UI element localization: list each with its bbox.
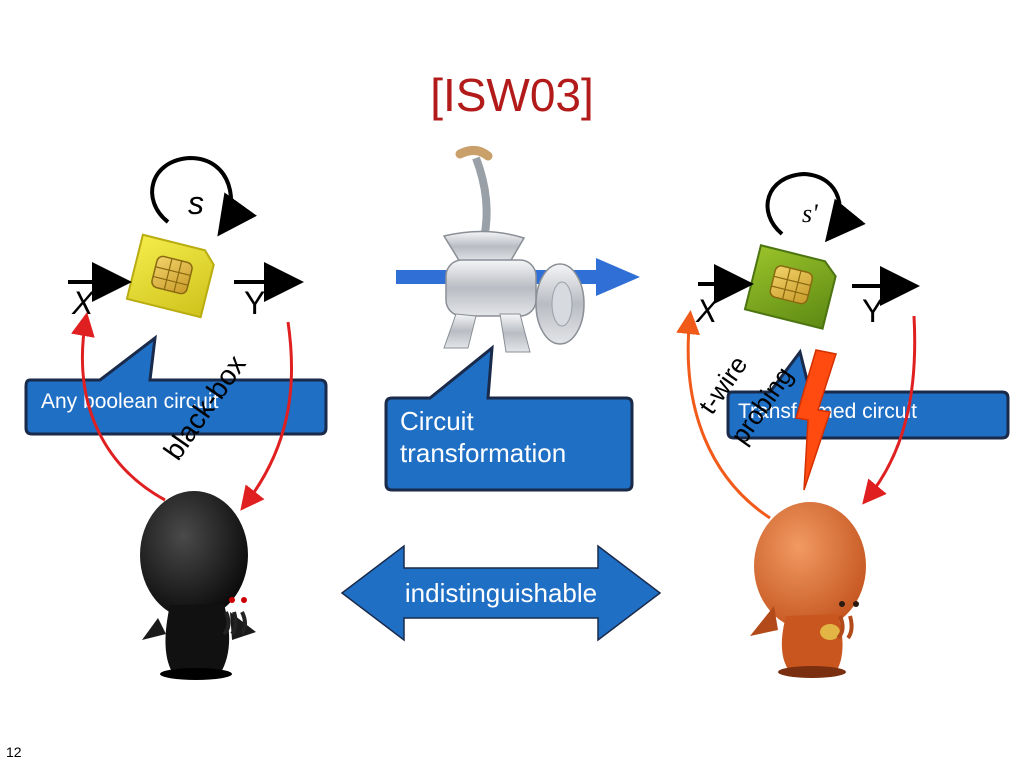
- transformed-chip-icon: [743, 244, 837, 330]
- smartcard-chip-icon: [125, 233, 215, 319]
- probe-arrow-up: [676, 310, 771, 520]
- lightning-bolt-icon: [795, 349, 837, 491]
- input-label: X: [71, 285, 95, 321]
- input-label-right: X: [695, 293, 719, 329]
- probe-arrow-down: [862, 315, 917, 505]
- secret-label-right: s': [802, 199, 818, 228]
- query-arrow-down: [240, 321, 293, 511]
- circuit-transformation-line1: Circuit: [400, 406, 474, 436]
- orange-adversary-figure-icon: [750, 502, 866, 678]
- black-adversary-figure-icon: [140, 491, 256, 680]
- circuit-transformation-line2: transformation: [400, 438, 566, 468]
- state-loop-arrow-right: [765, 171, 866, 243]
- indistinguishable-double-arrow: [340, 544, 662, 642]
- query-arrow-up: [71, 312, 166, 502]
- secret-label: s: [188, 185, 204, 221]
- state-loop-arrow: [150, 155, 257, 237]
- output-label: Y: [244, 285, 265, 321]
- slide-title: [ISW03]: [430, 69, 594, 121]
- boolean-circuit-callout: [24, 334, 328, 436]
- meat-grinder-icon: [442, 146, 585, 353]
- indistinguishable-label: indistinguishable: [405, 578, 597, 608]
- output-label-right: Y: [862, 293, 883, 329]
- circuit-transformation-callout: [384, 344, 634, 492]
- slide-number: 12: [6, 744, 22, 760]
